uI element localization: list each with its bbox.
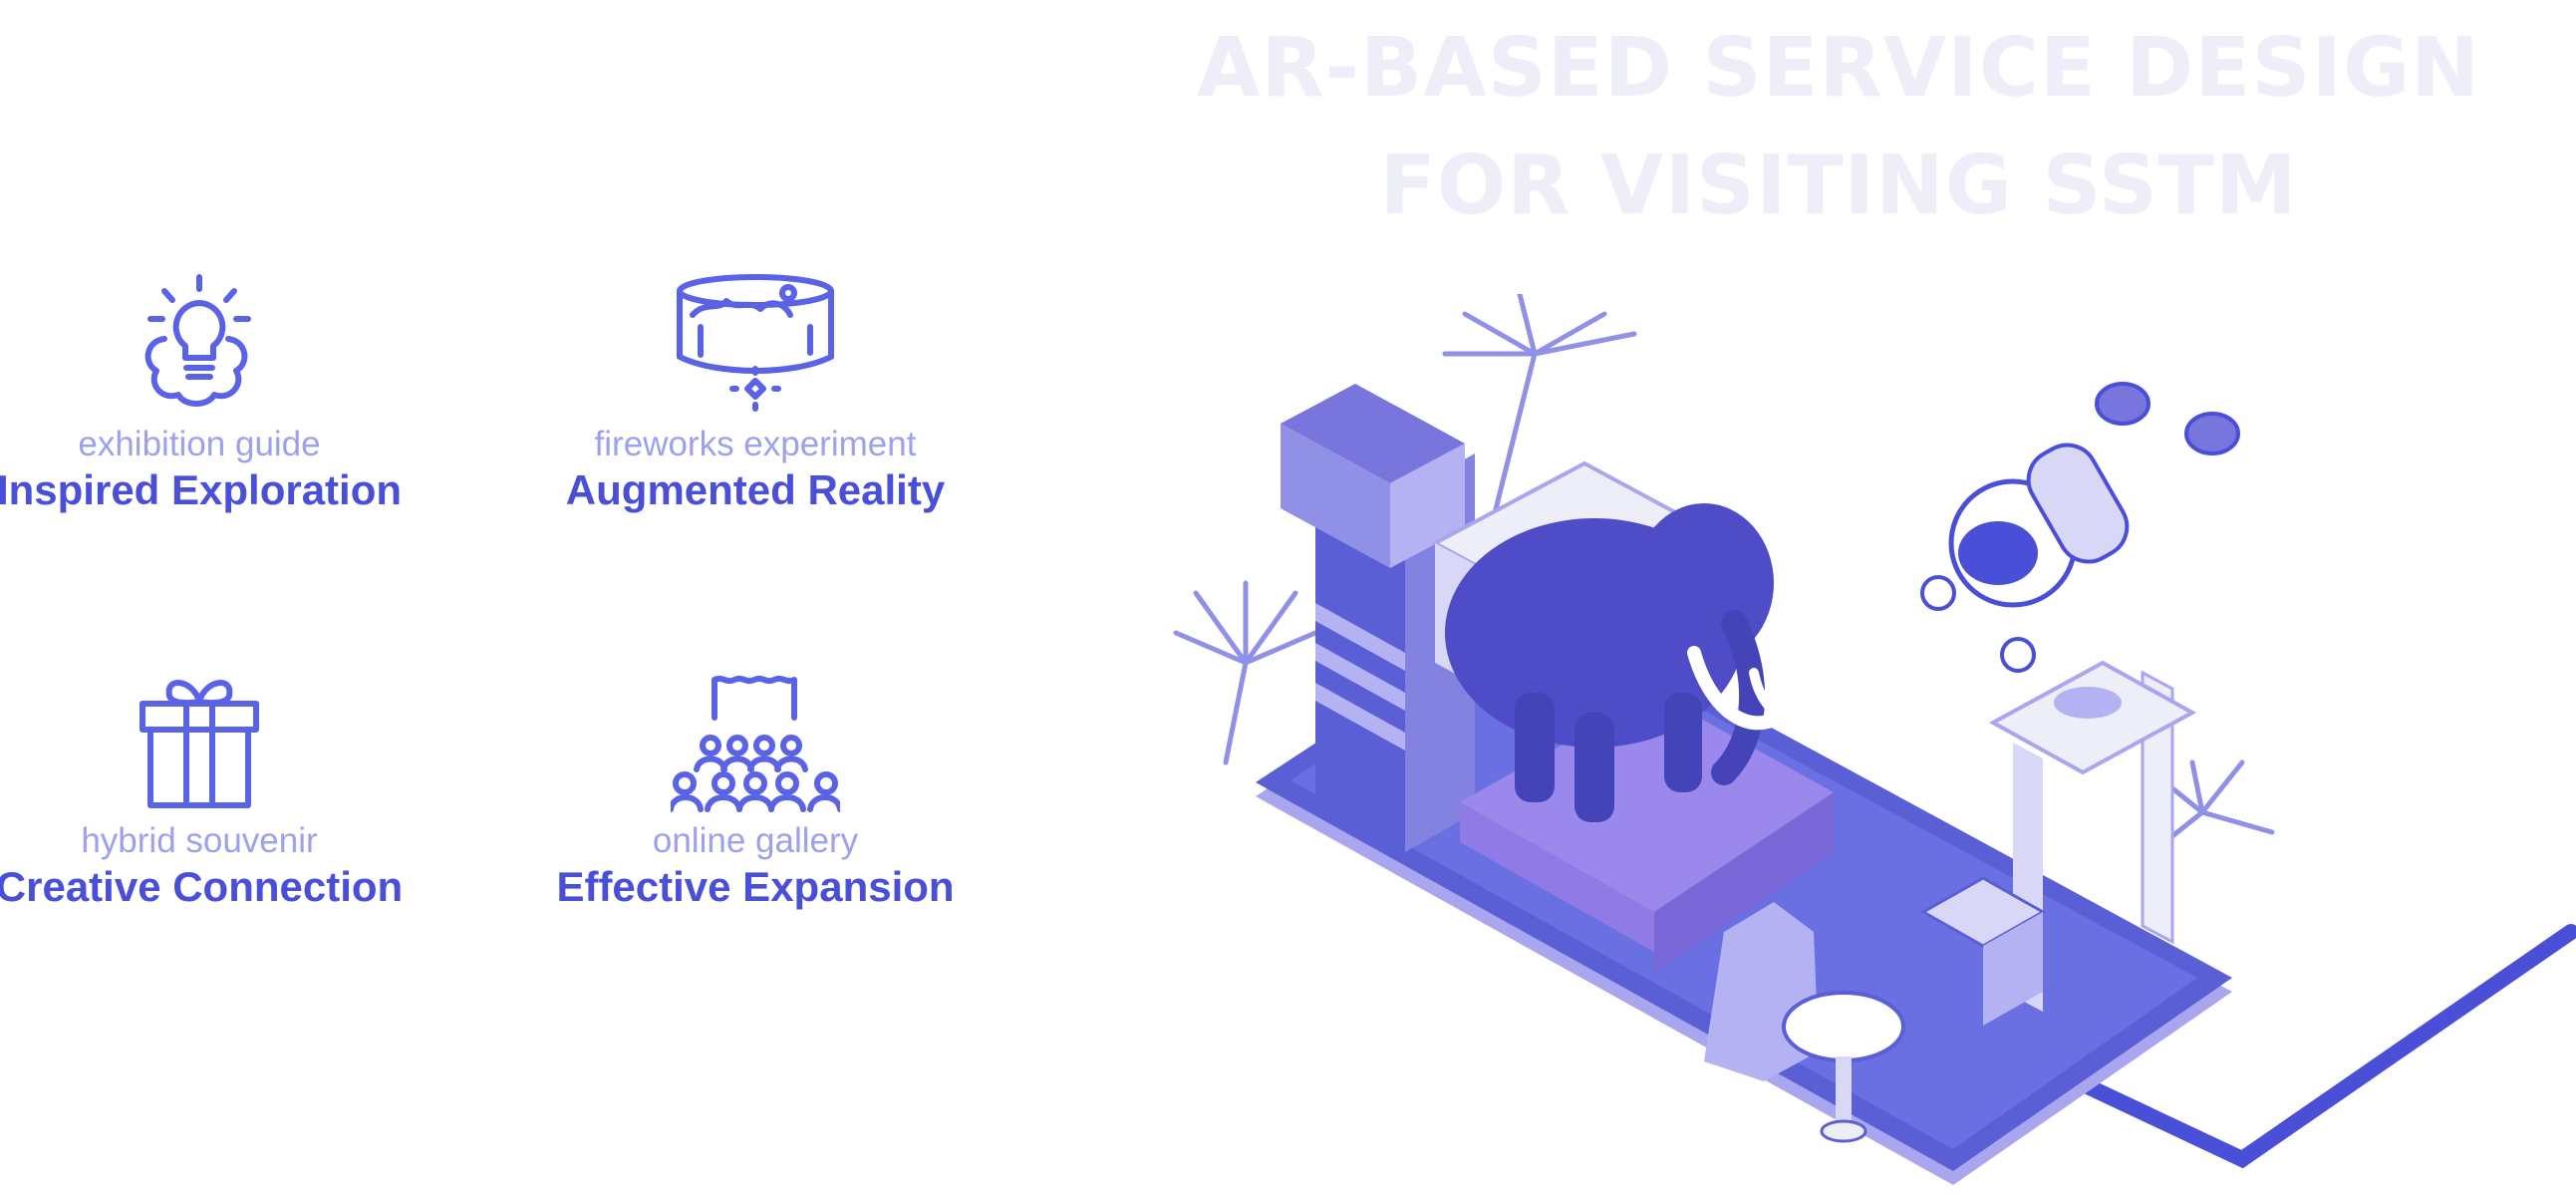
firework-top	[1442, 294, 1637, 516]
firework-right	[2149, 759, 2275, 855]
firework-left	[1173, 580, 1318, 765]
lightbulb-brain-icon	[144, 274, 251, 407]
side-table-foot	[1820, 1119, 1867, 1143]
side-table-leg	[1836, 1056, 1852, 1126]
hero-title-line1: AR-BASED SERVICE DESIGN	[1197, 21, 2480, 116]
audience-screen-icon	[671, 675, 840, 812]
feature-subtitle: exhibition guide	[78, 425, 321, 463]
feature-effective-expansion: online gallery Effective Expansion	[526, 666, 985, 913]
feature-creative-connection: hybrid souvenir Creative Connection	[0, 666, 429, 913]
display-case-2	[1983, 912, 2043, 1026]
gift-box-icon	[140, 680, 259, 808]
hero-title: AR-BASED SERVICE DESIGN FOR VISITING SST…	[1166, 10, 2511, 245]
feature-subtitle: online gallery	[652, 821, 859, 860]
cable	[2065, 924, 2576, 1169]
feature-title: Creative Connection	[0, 863, 404, 910]
feature-subtitle: fireworks experiment	[594, 425, 917, 463]
astronaut-figure	[1920, 382, 2240, 673]
tower-cap-front	[1281, 424, 1390, 568]
pedestal-front	[1460, 802, 1654, 952]
hero-title-line2: FOR VISITING SSTM	[1379, 139, 2298, 233]
feature-subtitle: hybrid souvenir	[81, 821, 318, 860]
feature-inspired-exploration: exhibition guide Inspired Exploration	[0, 269, 429, 516]
feature-augmented-reality: fireworks experiment Augmented Reality	[526, 269, 985, 516]
feature-title: Augmented Reality	[565, 466, 946, 513]
pedestal-side	[1654, 792, 1834, 972]
arch-sign	[2054, 687, 2122, 719]
arch-right-pillar	[2141, 670, 2174, 945]
feature-title: Inspired Exploration	[0, 466, 403, 513]
tower-top	[1281, 384, 1465, 483]
feature-title: Effective Expansion	[556, 863, 955, 910]
isometric-museum-illustration	[1173, 294, 2576, 1185]
panorama-ar-icon	[677, 274, 834, 412]
tower-stripes	[1315, 603, 1405, 750]
side-table-top	[1782, 991, 1905, 1062]
mammoth-figure	[1445, 503, 1819, 822]
